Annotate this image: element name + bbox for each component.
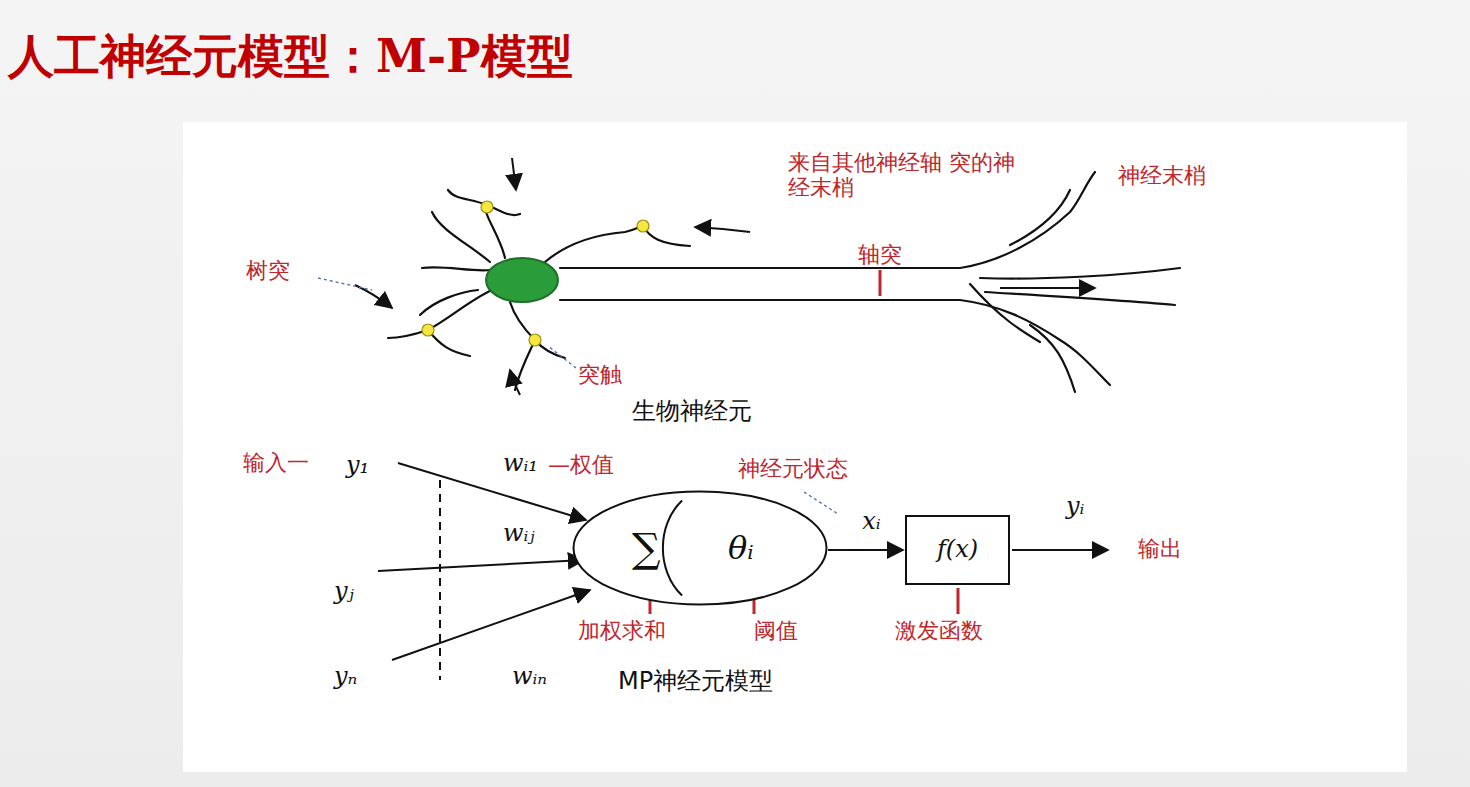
synapse-dots (422, 201, 649, 346)
drawing-stroke (637, 220, 649, 232)
annotation-label: 加权求和 (578, 618, 666, 643)
node-outline (572, 490, 828, 606)
drawing-stroke (663, 500, 682, 595)
annotation-label: —权值 (548, 452, 614, 477)
drawing-stroke (448, 190, 487, 205)
drawing-stroke (512, 158, 516, 190)
picture-panel (183, 122, 1407, 772)
drawing-stroke (486, 205, 520, 258)
annotation-label: 神经元状态 (738, 456, 848, 481)
input-arrows (378, 463, 1108, 680)
annotation-label: 树突 (246, 258, 290, 283)
state-arrow (828, 549, 903, 551)
drawing-stroke (392, 590, 590, 660)
cell-body (486, 258, 558, 302)
drawing-stroke (1012, 549, 1108, 551)
drawing-stroke (695, 227, 750, 232)
signal-arrows (355, 158, 1095, 395)
annotation-label: 生物神经元 (632, 398, 752, 426)
drawing-stroke (560, 300, 1110, 385)
drawing-stroke (1030, 325, 1075, 392)
drawing-stroke (548, 346, 576, 368)
drawing-stroke (529, 334, 541, 346)
drawing-stroke (879, 270, 882, 296)
annotation-label: y₁ (346, 452, 369, 480)
annotation-label: yⱼ (334, 578, 354, 606)
drawing-stroke (432, 212, 490, 262)
drawing-stroke (574, 492, 827, 605)
annotation-label: 神经末梢 (1118, 163, 1206, 188)
drawing-stroke (439, 480, 441, 680)
drawing-stroke (980, 268, 1180, 279)
node-text: ∑ (632, 525, 661, 571)
annotation-label: 突触 (578, 362, 622, 387)
summation-ellipse: ∑ θᵢ (572, 490, 828, 606)
drawing-stroke (481, 201, 493, 213)
node-text: θᵢ (728, 530, 754, 567)
drawing-stroke (985, 292, 1175, 305)
annotation-label: MP神经元模型 (618, 668, 773, 696)
drawing-stroke (1010, 190, 1070, 245)
annotation-label: 激发函数 (895, 618, 983, 643)
drawing-stroke (420, 290, 478, 315)
annotation-label: 来自其他神经轴 突的神经末梢 (788, 150, 1018, 201)
drawing-stroke (318, 278, 372, 290)
edge-label: xᵢ (862, 508, 880, 536)
drawing-stroke (355, 285, 392, 308)
biological-neuron (388, 172, 1180, 392)
drawing-stroke (510, 302, 535, 390)
drawing-stroke (970, 284, 1040, 342)
annotation-label: wᵢⱼ (503, 520, 535, 548)
annotation-label: 轴突 (858, 242, 902, 267)
drawing-stroke (957, 588, 960, 614)
drawing-stroke (422, 324, 434, 336)
drawing-stroke (545, 226, 643, 262)
annotation-label: 输出 (1138, 536, 1182, 561)
drawing-stroke (510, 370, 520, 395)
node-text: f(x) (937, 536, 978, 564)
annotation-label: 阈值 (754, 618, 798, 643)
drawing-stroke (906, 516, 1009, 584)
drawing-stroke (428, 330, 470, 356)
annotation-label: yᵢ (1066, 493, 1084, 521)
annotation-label: wᵢ₁ (503, 450, 538, 478)
drawing-stroke (643, 226, 690, 246)
drawing-stroke (1000, 287, 1095, 289)
annotation-label: yₙ (334, 663, 357, 691)
drawing-stroke (804, 492, 838, 514)
drawing-stroke (378, 560, 584, 571)
slide-title: 人工神经元模型：M-P模型 (8, 26, 573, 88)
annotation-label: 输入一 (243, 450, 309, 475)
drawing-stroke (422, 267, 490, 270)
annotation-label: wᵢₙ (512, 663, 547, 691)
activation-box: f(x) (905, 515, 1010, 585)
drawing-stroke (388, 290, 492, 338)
